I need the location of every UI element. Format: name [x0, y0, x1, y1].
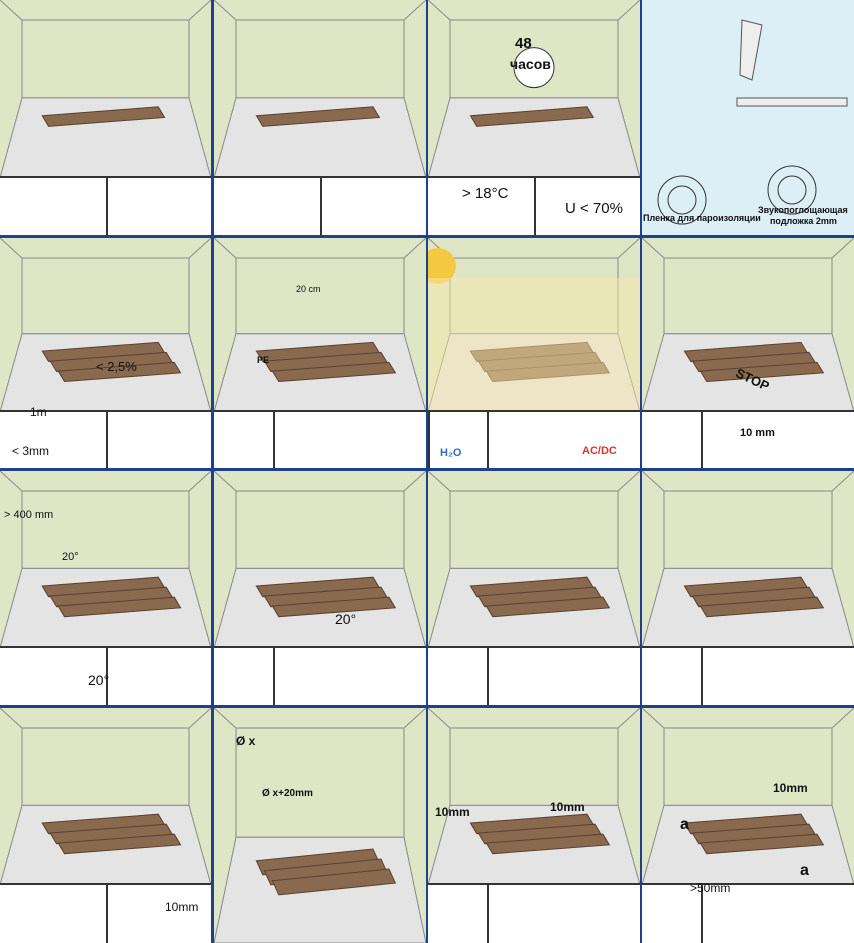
detail-strip	[642, 410, 854, 468]
step-panel-16: 10mm a a >50mm	[642, 708, 854, 943]
label-p4-underlay-1: Звукопоглощающая	[758, 205, 848, 215]
label-p5-length: 1m	[30, 405, 47, 419]
step-illustration	[0, 708, 211, 885]
detail-cell	[214, 412, 276, 468]
detail-strip	[0, 646, 211, 705]
detail-cell	[428, 885, 490, 943]
label-p6-pe: PE	[257, 355, 270, 365]
label-p5-moisture: < 2,5%	[96, 359, 137, 374]
step-panel-10: 20°	[214, 471, 426, 705]
step-illustration	[428, 471, 640, 648]
label-p4-underlay-2: подложка 2mm	[770, 216, 837, 226]
detail-strip	[214, 646, 426, 705]
detail-cell	[642, 885, 704, 943]
step-illustration	[428, 708, 640, 885]
label-p9-angle: 20°	[88, 672, 110, 688]
step-illustration	[214, 238, 426, 412]
detail-strip	[214, 176, 426, 235]
label-p9-angle: 20°	[62, 551, 79, 563]
detail-cell	[428, 178, 536, 235]
step-panel-11	[428, 471, 640, 705]
label-p16-gap-left: 10mm	[435, 805, 470, 819]
label-p17-mark-a1: a	[680, 816, 689, 833]
detail-cell	[428, 412, 490, 468]
step-illustration	[0, 471, 211, 648]
detail-strip	[214, 410, 426, 468]
step-panel-1	[0, 0, 211, 235]
label-p6-overlap: 20 cm	[296, 284, 321, 294]
label-p3-time: 48	[515, 35, 532, 52]
label-p14-gap: 10mm	[165, 900, 199, 914]
detail-cell	[642, 412, 704, 468]
label-p10-angle: 20°	[335, 611, 357, 627]
detail-strip	[428, 410, 640, 468]
detail-strip	[428, 883, 640, 943]
label-p15-pipe: Ø x	[236, 734, 256, 748]
step-illustration	[214, 0, 426, 178]
step-panel-13: 10mm	[0, 708, 211, 943]
step-panel-2	[214, 0, 426, 235]
step-illustration	[642, 708, 854, 885]
label-p17-mark-a2: a	[800, 862, 809, 879]
detail-cell	[0, 412, 108, 468]
label-p8-gap: 10 mm	[740, 427, 775, 439]
step-panel-9: > 400 mm 20° 20°	[0, 471, 211, 705]
step-illustration	[214, 708, 426, 943]
detail-cell	[428, 648, 490, 705]
label-p3-time-unit: часов	[510, 56, 551, 72]
detail-strip	[0, 410, 211, 468]
label-p5-deviation: < 3mm	[12, 444, 50, 458]
detail-cell	[0, 648, 108, 705]
step-illustration	[0, 0, 211, 178]
step-illustration	[428, 0, 640, 178]
detail-cell	[0, 178, 108, 235]
label-p17-gap: 10mm	[773, 781, 808, 795]
label-p7-power: AC/DC	[582, 445, 617, 457]
detail-strip	[0, 176, 211, 235]
detail-cell	[214, 178, 322, 235]
detail-strip	[428, 646, 640, 705]
detail-cell	[0, 885, 108, 943]
step-panel-15: 10mm 10mm	[428, 708, 640, 943]
label-p4-film: Пленка для пароизоляции	[643, 213, 761, 223]
step-panel-6: 20 cm PE	[214, 238, 426, 468]
label-p9-length: > 400 mm	[4, 509, 54, 521]
detail-cell	[214, 648, 276, 705]
step-panel-12	[642, 471, 854, 705]
step-panel-5: < 2,5% 1m < 3mm	[0, 238, 211, 468]
label-p7-water: H₂O	[440, 447, 462, 459]
detail-cell	[428, 412, 430, 468]
label-p16-gap-right: 10mm	[550, 800, 585, 814]
step-illustration	[214, 471, 426, 648]
detail-strip	[642, 883, 854, 943]
step-panel-14: Ø x Ø x+20mm	[214, 708, 426, 943]
label-p15-hole: Ø x+20mm	[262, 788, 313, 799]
detail-strip	[0, 883, 211, 943]
step-illustration	[642, 471, 854, 648]
step-panel-3: 48 часов > 18°C U < 70%	[428, 0, 640, 235]
step-illustration	[642, 238, 854, 412]
detail-strip	[642, 646, 854, 705]
step-illustration	[428, 238, 640, 412]
step-panel-7: H₂O AC/DC	[428, 238, 640, 468]
label-p17-min: >50mm	[690, 881, 731, 895]
label-p3-humidity: U < 70%	[565, 200, 623, 217]
step-illustration	[0, 238, 211, 412]
detail-cell	[642, 648, 704, 705]
step-illustration	[642, 0, 854, 235]
label-p3-temp: > 18°C	[462, 185, 509, 202]
detail-strip	[428, 176, 640, 235]
